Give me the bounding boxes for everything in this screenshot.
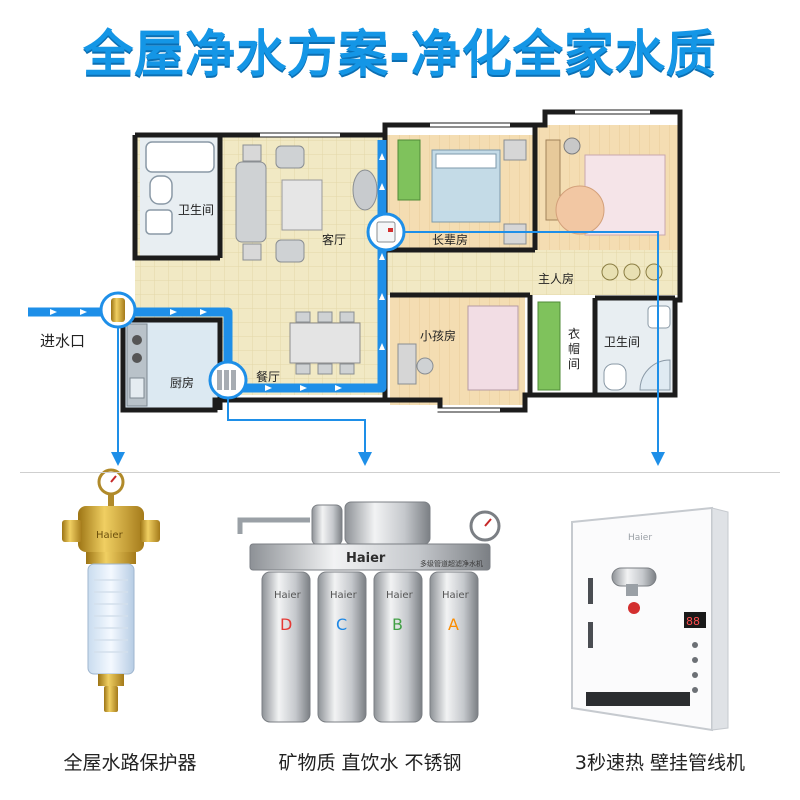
caption-prefilter: 全屋水路保护器: [63, 752, 197, 774]
kitchen-fixtures: [126, 323, 148, 407]
cartridge-letter: A: [448, 615, 459, 634]
bathtub-icon: [145, 141, 215, 173]
side-table-icon: [242, 144, 262, 162]
chair-icon: [339, 311, 355, 323]
wall-windows: [260, 110, 650, 412]
svg-text:Haier: Haier: [442, 590, 470, 601]
section-divider: [20, 472, 780, 473]
cartridge-letter: C: [336, 615, 347, 634]
inlet-prefilter-marker: [99, 291, 137, 329]
filter-cartridge: Haier A: [429, 571, 479, 723]
stool-icon: [601, 263, 619, 281]
toilet-icon: [149, 175, 173, 205]
tv-cabinet-icon: [545, 139, 561, 221]
stool-icon: [645, 263, 663, 281]
bathroom-right-fixtures: [603, 305, 671, 391]
closet-rack-icon: [537, 301, 561, 391]
nightstand-icon: [503, 139, 527, 161]
elder-room-furniture: [397, 139, 527, 245]
living-room-furniture: [235, 144, 378, 263]
bathroom-left-fixtures: [145, 141, 215, 235]
svg-text:Haier: Haier: [274, 590, 302, 601]
product-connectors: [117, 231, 659, 452]
wardrobe-icon: [397, 139, 421, 201]
chair-icon: [295, 311, 311, 323]
purifier-marker: [208, 360, 248, 400]
round-rug-icon: [555, 185, 605, 235]
filter-cartridge: Haier D: [261, 571, 311, 723]
purifier-model: 多级管道超滤净水机: [420, 559, 483, 568]
kid-room-furniture: [397, 305, 519, 391]
single-bed-icon: [467, 305, 519, 391]
room-label-closet-3: 间: [568, 357, 580, 371]
prefilter-brand: Haier: [96, 530, 124, 541]
room-label-closet-2: 帽: [568, 341, 580, 356]
desk-chair-icon: [416, 357, 434, 375]
kitchen-sink-icon: [129, 377, 145, 399]
side-table-icon: [242, 243, 262, 261]
hot-water-indicator: [628, 602, 640, 614]
filter-cartridge: Haier C: [317, 571, 367, 723]
caption-dispenser: 3秒速热 壁挂管线机: [574, 752, 746, 774]
inlet-label: 进水口: [40, 332, 85, 350]
master-room-furniture: [545, 137, 666, 281]
cartridge-letter: D: [280, 615, 292, 634]
svg-text:Haier: Haier: [386, 590, 414, 601]
room-label-elder-room: 长辈房: [432, 232, 468, 247]
armchair-icon: [563, 137, 581, 155]
room-label-dining: 餐厅: [256, 369, 280, 384]
toilet-icon: [603, 363, 627, 391]
purifier-product-image: Haier 多级管道超滤净水机 Haier D Haier C Haier B …: [237, 501, 501, 723]
dispenser-brand: Haier: [628, 533, 652, 543]
shower-icon: [639, 359, 671, 391]
faucet-icon: [611, 567, 657, 587]
armchair-icon: [275, 145, 305, 169]
chair-icon: [295, 363, 311, 375]
room-label-living-room: 客厅: [322, 232, 346, 247]
pipe-flow-arrows: [50, 153, 385, 391]
sink-icon: [145, 209, 173, 235]
dining-furniture: [289, 311, 361, 375]
cartridge-letter: B: [392, 615, 403, 634]
armchair-icon: [275, 239, 305, 263]
room-label-closet-1: 衣: [568, 326, 580, 341]
svg-text:Haier: Haier: [330, 590, 358, 601]
nightstand-icon: [503, 223, 527, 245]
sofa-icon: [235, 161, 267, 243]
chair-icon: [339, 363, 355, 375]
chair-icon: [317, 363, 333, 375]
chair-icon: [317, 311, 333, 323]
dispenser-product-image: Haier 88: [571, 506, 729, 732]
desk-icon: [397, 343, 417, 385]
room-label-kitchen: 厨房: [170, 375, 194, 390]
room-label-bathroom-left: 卫生间: [178, 203, 214, 217]
page-title: 全屋净水方案-净化全家水质: [83, 25, 717, 83]
pillow-icon: [435, 153, 497, 169]
purifier-brand: Haier: [346, 551, 386, 566]
filter-cartridge: Haier B: [373, 571, 423, 723]
walls: [120, 109, 683, 413]
tv-icon: [352, 169, 378, 211]
connector-arrowheads: [111, 452, 665, 466]
caption-purifier: 矿物质 直饮水 不锈钢: [278, 752, 462, 774]
dining-table-icon: [289, 322, 361, 364]
room-label-bathroom-right: 卫生间: [604, 335, 640, 349]
dispenser-marker: [366, 212, 406, 252]
stool-icon: [623, 263, 641, 281]
dispenser-display: 88: [686, 615, 700, 628]
prefilter-product-image: Haier: [62, 468, 160, 712]
stove-burner-icon: [132, 335, 142, 345]
stove-burner-icon: [132, 353, 142, 363]
drip-tray: [586, 692, 690, 706]
room-label-master-room: 主人房: [538, 271, 574, 286]
room-label-kid-room: 小孩房: [420, 328, 456, 343]
coffee-table-icon: [281, 179, 323, 231]
